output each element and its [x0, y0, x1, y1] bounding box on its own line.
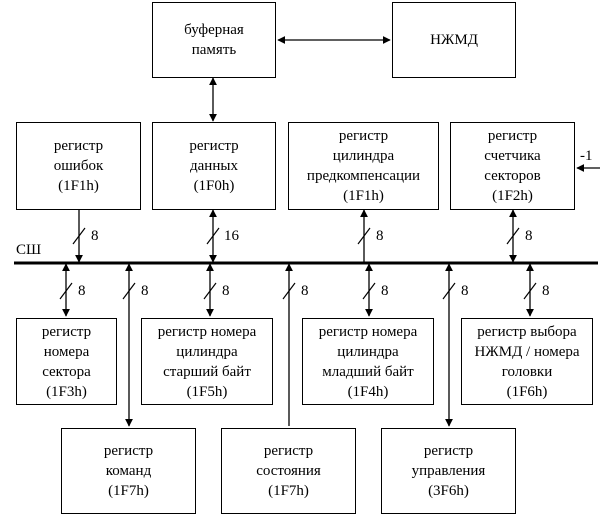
bus-width-slash — [357, 227, 371, 245]
sector-number-register-block: регистр номера сектора (1F3h) — [16, 318, 117, 405]
bus-width-slash — [442, 282, 456, 300]
fdd-label: НЖМД — [430, 32, 478, 48]
buffer-memory-label: буферная память — [184, 22, 244, 58]
side-input-label: -1 — [580, 148, 593, 164]
sector-number-register-label: регистр номера сектора (1F3h) — [41, 323, 92, 400]
sector-count-register-label: регистр счетчика секторов (1F2h) — [484, 128, 541, 204]
precompensation-register-block: регистр цилиндра предкомпенсации (1F1h) — [288, 122, 439, 210]
control-register-block: регистр управления (3F6h) — [381, 428, 516, 514]
bus-width-slash — [282, 282, 296, 300]
error-register-block: регистр ошибок (1F1h) — [16, 122, 141, 210]
bus-width-label: 16 — [224, 228, 239, 244]
data-register-block: регистр данных (1F0h) — [152, 122, 276, 210]
sector-count-register-block: регистр счетчика секторов (1F2h) — [450, 122, 575, 210]
bus-name-label: СШ — [16, 242, 42, 258]
bus-width-label: 8 — [222, 283, 230, 299]
cylinder-low-register-label: регистр номера цилиндра младший байт (1F… — [318, 323, 418, 400]
bus-width-label: 8 — [525, 228, 533, 244]
bus-width-slash — [523, 282, 537, 300]
bus-width-slash — [203, 282, 217, 300]
bus-width-slash — [72, 227, 86, 245]
error-register-label: регистр ошибок (1F1h) — [53, 138, 104, 194]
bus-width-label: 8 — [542, 283, 550, 299]
precompensation-register-label: регистр цилиндра предкомпенсации (1F1h) — [306, 128, 421, 204]
bus-width-label: 8 — [376, 228, 384, 244]
drive-head-register-block: регистр выбора НЖМД / номера головки (1F… — [461, 318, 593, 405]
status-register-block: регистр состояния (1F7h) — [221, 428, 356, 514]
bus-width-slash — [206, 227, 220, 245]
fdd-block: НЖМД — [392, 2, 516, 78]
bus-width-label: 8 — [78, 283, 86, 299]
drive-head-register-label: регистр выбора НЖМД / номера головки (1F… — [474, 323, 580, 400]
bus-width-label: 8 — [461, 283, 469, 299]
bus-width-slash — [506, 227, 520, 245]
bus-width-label: 8 — [141, 283, 149, 299]
command-register-label: регистр команд (1F7h) — [103, 443, 154, 499]
control-register-label: регистр управления (3F6h) — [411, 443, 486, 499]
bus-width-label: 8 — [91, 228, 99, 244]
command-register-block: регистр команд (1F7h) — [61, 428, 196, 514]
status-register-label: регистр состояния (1F7h) — [256, 443, 321, 499]
cylinder-low-register-block: регистр номера цилиндра младший байт (1F… — [302, 318, 434, 405]
bus-width-slash — [59, 282, 73, 300]
cylinder-high-register-block: регистр номера цилиндра старший байт (1F… — [141, 318, 273, 405]
data-register-label: регистр данных (1F0h) — [189, 138, 239, 194]
bus-width-slash — [362, 282, 376, 300]
bus-width-label: 8 — [381, 283, 389, 299]
cylinder-high-register-label: регистр номера цилиндра старший байт (1F… — [157, 323, 257, 400]
bus-width-slash — [122, 282, 136, 300]
bus-width-label: 8 — [301, 283, 309, 299]
buffer-memory-block: буферная память — [152, 2, 276, 78]
